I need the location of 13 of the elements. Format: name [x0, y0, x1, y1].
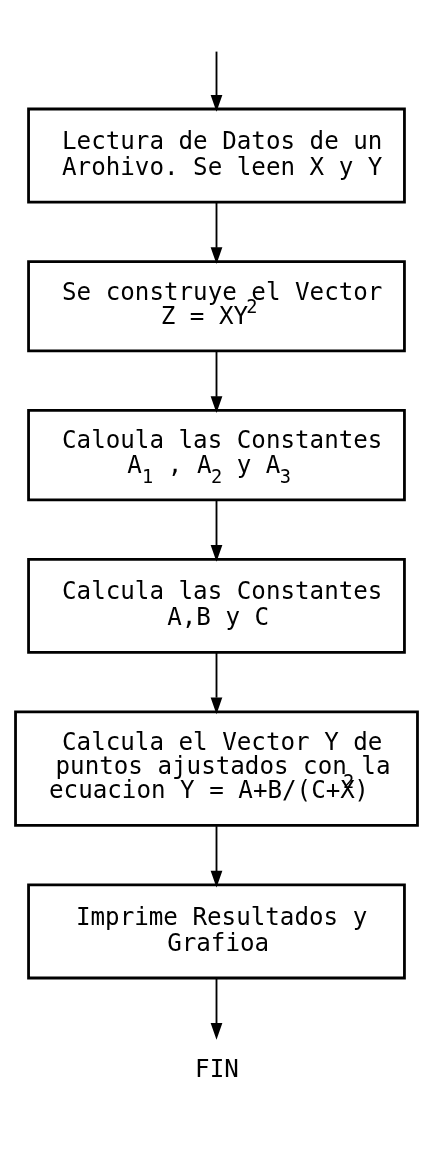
- node-box: Imprime Resultados y Grafioa: [27, 883, 406, 980]
- arrow: [210, 651, 223, 715]
- node-box: Caloula las Constantes A$_{1}$ , A$_{2}$ y A$_{3}$: [27, 409, 406, 502]
- node-box: Se construye el Vector Z = XY$^{2}$: [27, 260, 406, 353]
- arrow: [210, 350, 223, 414]
- node-text: FIN: [195, 1055, 239, 1084]
- arrow: [210, 977, 223, 1040]
- arrow: [210, 50, 223, 112]
- arrow: [210, 201, 223, 265]
- node-box: Lectura de Datos de un Arohivo. Se leen X y Y: [27, 107, 406, 204]
- arrow: [210, 499, 223, 562]
- node-box: Calcula las Constantes A,B y C: [27, 557, 406, 654]
- arrow: [210, 825, 223, 888]
